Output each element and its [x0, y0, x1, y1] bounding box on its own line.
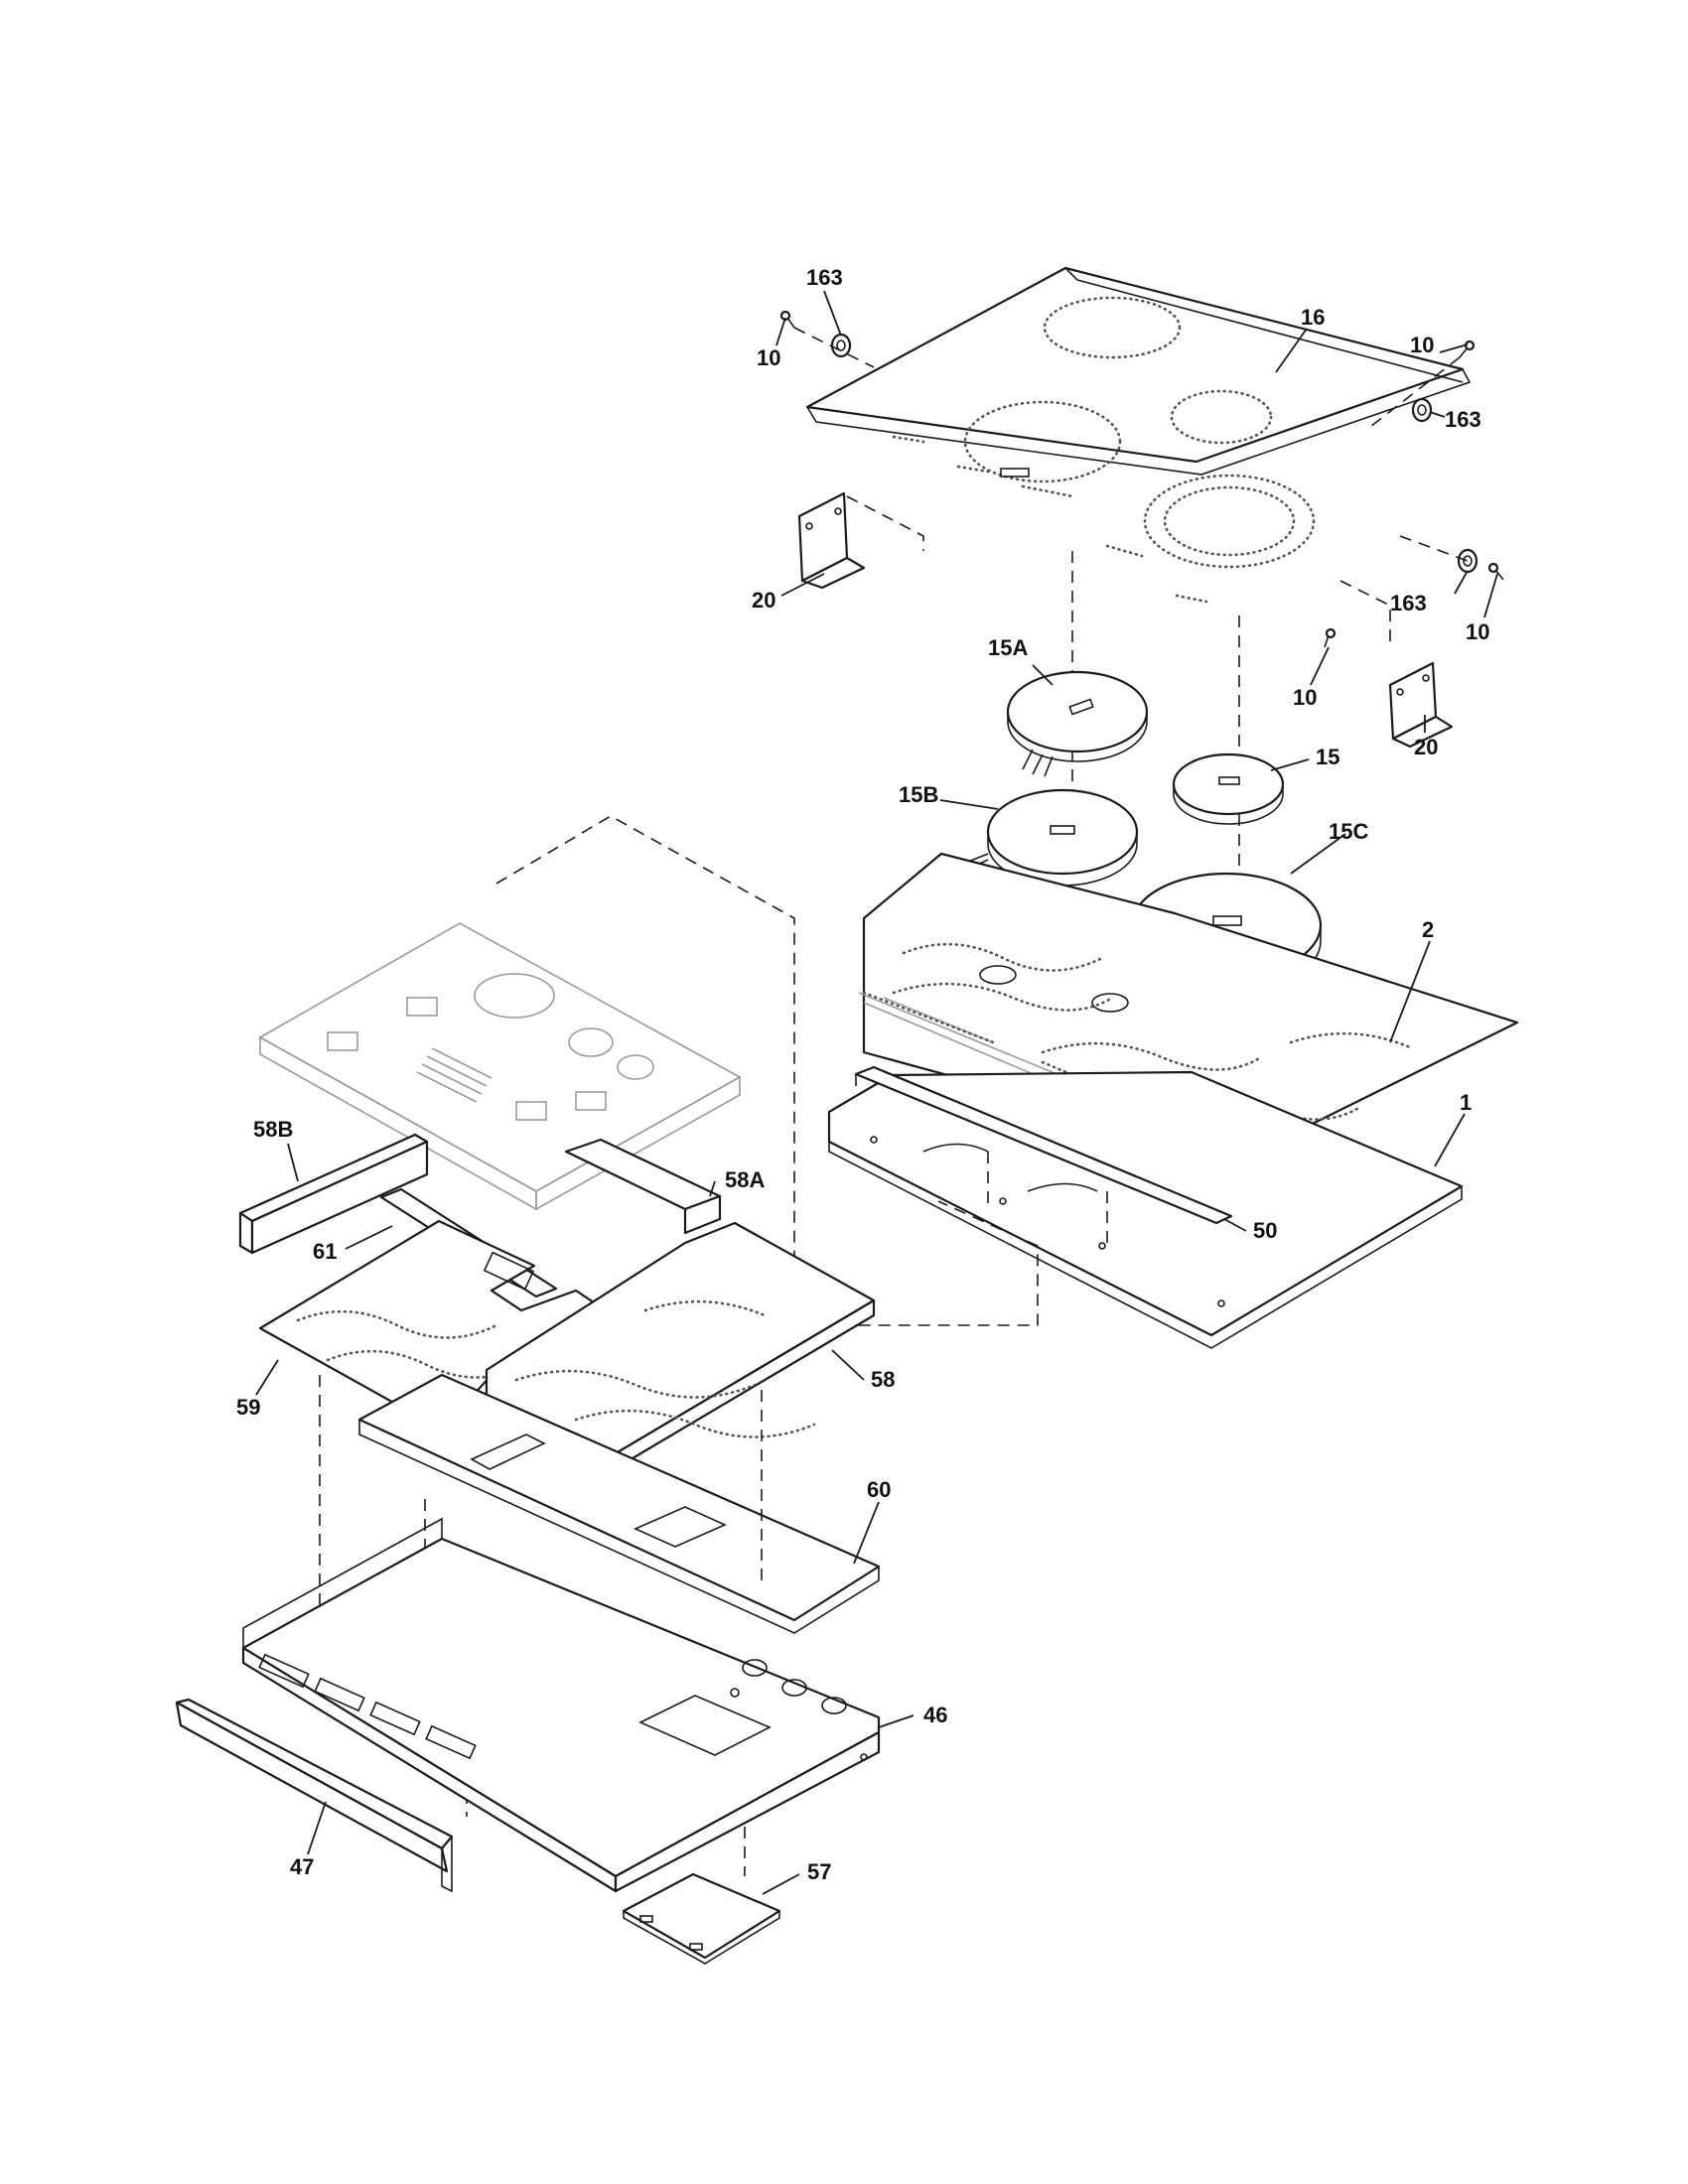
control-board-left	[258, 922, 742, 1211]
cooktop-glass-top-16	[805, 266, 1472, 604]
callout-47: 47	[290, 1854, 314, 1879]
chassis-46	[241, 1517, 881, 1893]
callout-1: 1	[1460, 1090, 1472, 1115]
callout-60: 60	[867, 1477, 891, 1502]
callout-15a: 15A	[988, 635, 1028, 660]
leader-lines	[255, 290, 1498, 1895]
callout-58b: 58B	[253, 1117, 293, 1142]
callout-50: 50	[1253, 1218, 1277, 1243]
insulation-strip-58a	[564, 1138, 722, 1235]
callout-10-right-bottom: 10	[1466, 619, 1489, 644]
element-15a	[1006, 670, 1149, 777]
callout-163-left: 163	[806, 265, 843, 290]
callout-163-right-bottom: 163	[1390, 591, 1427, 615]
bracket-20-left	[797, 491, 866, 590]
screw-10-right-bottom	[1487, 562, 1504, 581]
shield-plate-60	[357, 1373, 881, 1634]
spacer-163-right-bottom	[1457, 548, 1478, 574]
base-plate-1	[827, 1070, 1464, 1349]
callout-15: 15	[1316, 745, 1339, 769]
insulation-strip-58b	[238, 1133, 429, 1255]
rail-50	[854, 1065, 1233, 1225]
callout-16: 16	[1301, 305, 1325, 330]
callout-20-right: 20	[1414, 735, 1438, 759]
screw-10-middle	[1324, 627, 1336, 648]
callout-10-left: 10	[757, 345, 780, 370]
callout-46: 46	[923, 1703, 947, 1727]
callout-15b: 15B	[899, 782, 938, 807]
callout-2: 2	[1422, 917, 1434, 942]
callout-61: 61	[313, 1239, 337, 1264]
callout-57: 57	[807, 1859, 831, 1884]
callout-59: 59	[236, 1395, 260, 1420]
spacer-163-right-top	[1411, 397, 1433, 423]
callout-163-right-top: 163	[1445, 407, 1481, 432]
callout-labels: 163 10 16 10 163 20 163 10 10 15A 20 15 …	[236, 265, 1489, 1884]
callout-15c: 15C	[1329, 819, 1368, 844]
callout-10-middle: 10	[1293, 685, 1317, 710]
callout-58: 58	[871, 1367, 895, 1392]
spacer-163-left	[830, 333, 852, 358]
front-trim-47	[175, 1698, 454, 1893]
callout-58a: 58A	[725, 1167, 765, 1192]
element-15	[1172, 752, 1285, 825]
callout-10-right-top: 10	[1410, 333, 1434, 357]
callout-20-left: 20	[752, 588, 775, 613]
cover-plate-57	[622, 1872, 781, 1965]
